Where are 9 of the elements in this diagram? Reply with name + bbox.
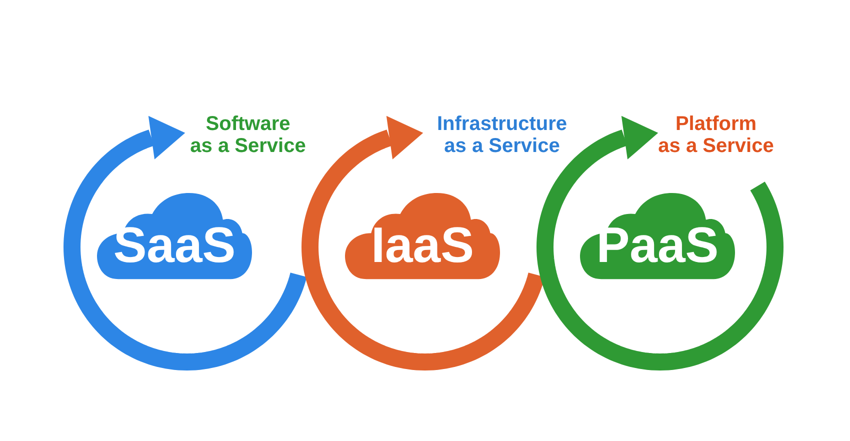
cloud-caption: Infrastructure as a Service (436, 113, 568, 157)
cloud-label: PaaS (595, 217, 720, 273)
cloud-shape (345, 193, 500, 281)
cloud-caption: Platform as a Service (657, 113, 775, 157)
cloud-caption: Software as a Service (189, 113, 307, 157)
cloud-shape (97, 193, 252, 281)
cloud-label: IaaS (370, 217, 475, 273)
cloud-label: SaaS (112, 217, 237, 273)
cloud-shape (580, 193, 735, 281)
